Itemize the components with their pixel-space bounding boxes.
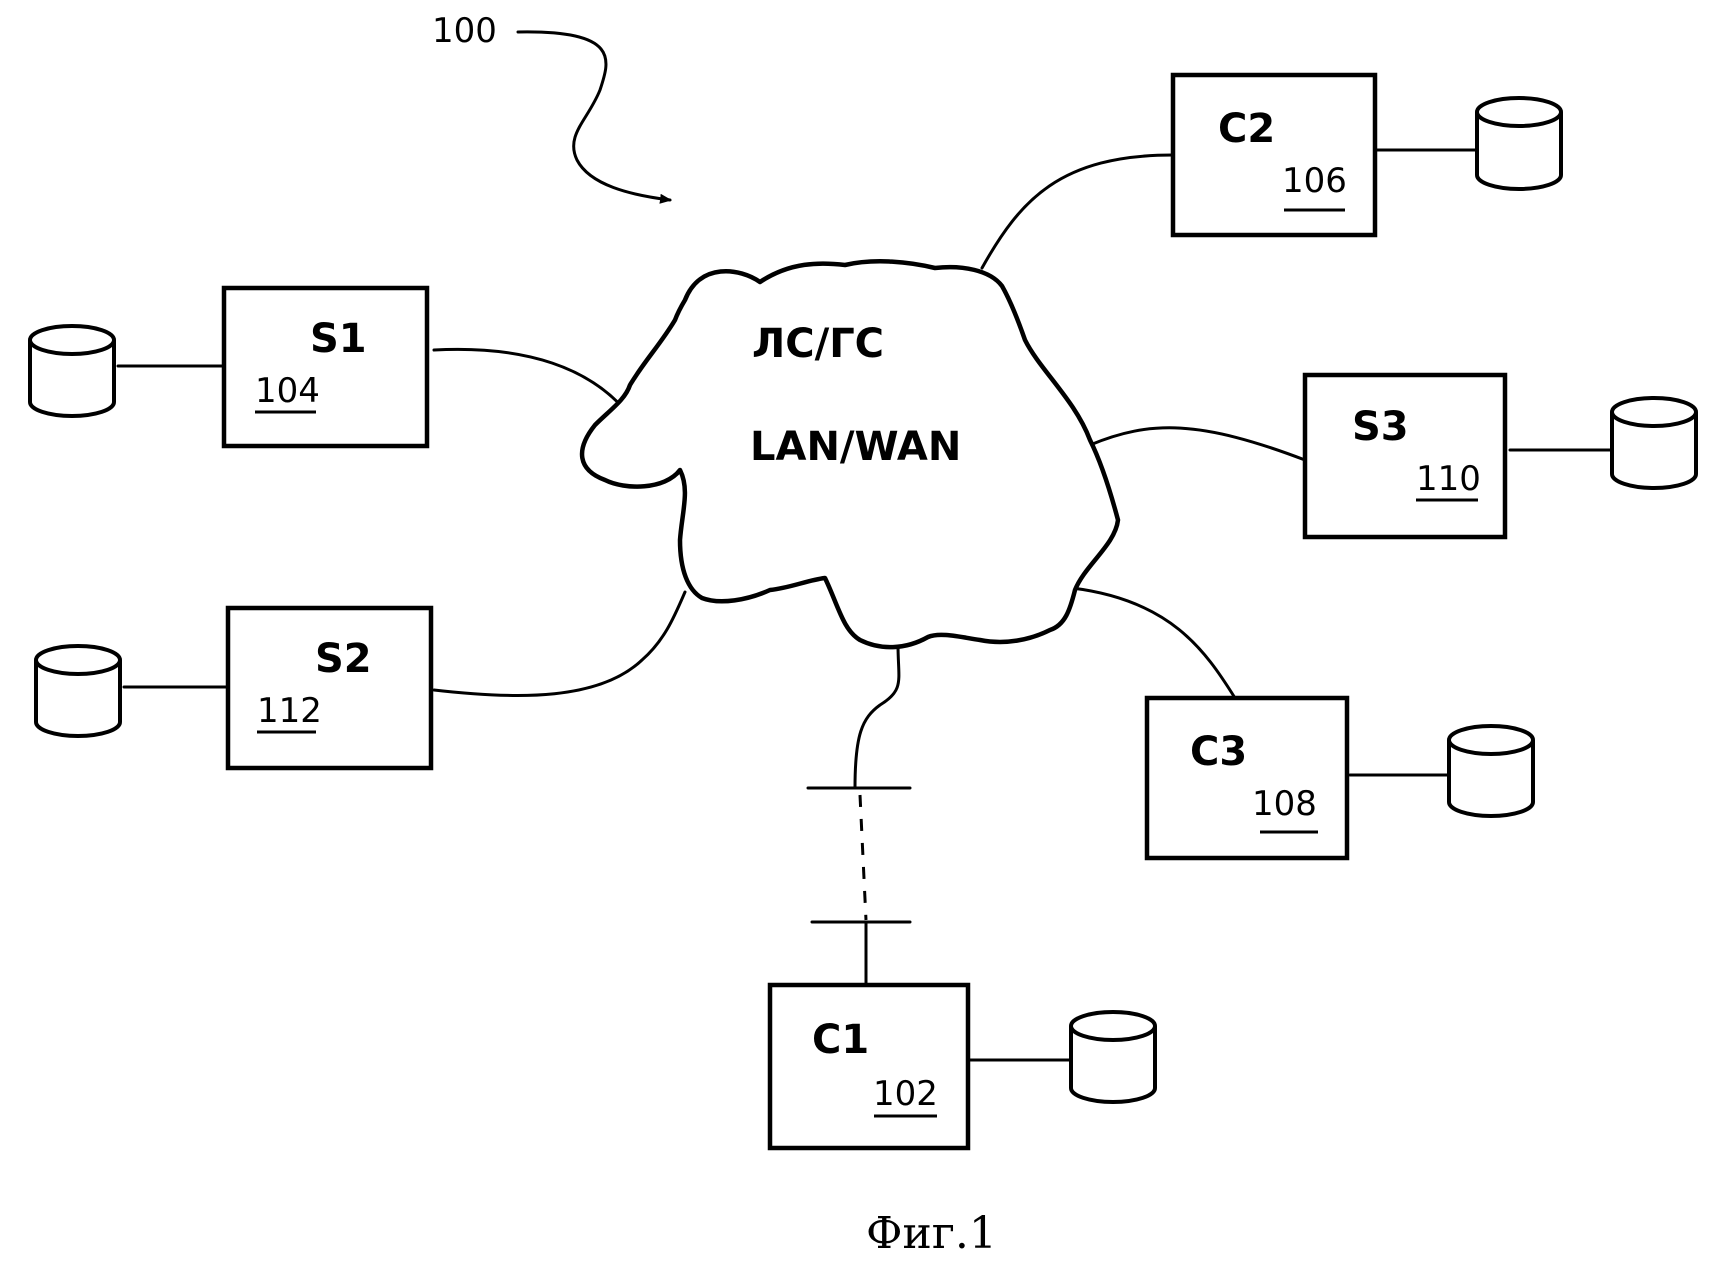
storage-s2-icon	[36, 646, 120, 736]
network-label-ru: ЛС/ГС	[752, 321, 884, 367]
node-c3-ref: 108	[1252, 784, 1317, 824]
link-s1-network	[434, 349, 625, 410]
network-label-en: LAN/WAN	[750, 424, 961, 470]
node-c2: C2 106	[1173, 75, 1375, 235]
node-s1: S1 104	[224, 288, 427, 446]
system-ref-arrow	[518, 32, 670, 200]
figure-caption: Фиг.1	[866, 1208, 997, 1259]
link-c2-network	[982, 155, 1173, 268]
storage-c1-icon	[1071, 1012, 1155, 1102]
node-s2-ref: 112	[257, 691, 322, 731]
node-c1: C1 102	[770, 985, 968, 1148]
link-c1-network	[855, 645, 899, 788]
node-s3-name: S3	[1352, 404, 1409, 450]
storage-c2-icon	[1477, 98, 1561, 189]
node-c3-name: C3	[1190, 729, 1247, 775]
link-s2-network	[434, 592, 685, 696]
node-c2-name: C2	[1218, 106, 1275, 152]
node-c2-ref: 106	[1282, 161, 1347, 201]
network-cloud: ЛС/ГС LAN/WAN	[582, 261, 1118, 647]
link-s3-network	[1090, 428, 1305, 460]
node-s3-ref: 110	[1416, 459, 1481, 499]
node-s1-ref: 104	[255, 371, 320, 411]
node-s1-name: S1	[310, 316, 367, 362]
node-c3: C3 108	[1147, 698, 1347, 858]
storage-s1-icon	[30, 326, 114, 416]
node-c1-ref: 102	[873, 1074, 938, 1114]
node-c1-name: C1	[812, 1017, 869, 1063]
storage-s3-icon	[1612, 398, 1696, 488]
storage-c3-icon	[1449, 726, 1533, 816]
link-c1-dashed-segment	[860, 795, 866, 920]
link-c3-network	[1072, 588, 1235, 698]
node-s2-name: S2	[315, 636, 372, 682]
node-s3: S3 110	[1305, 375, 1505, 537]
node-s2: S2 112	[228, 608, 431, 768]
system-ref-label: 100	[432, 11, 497, 51]
